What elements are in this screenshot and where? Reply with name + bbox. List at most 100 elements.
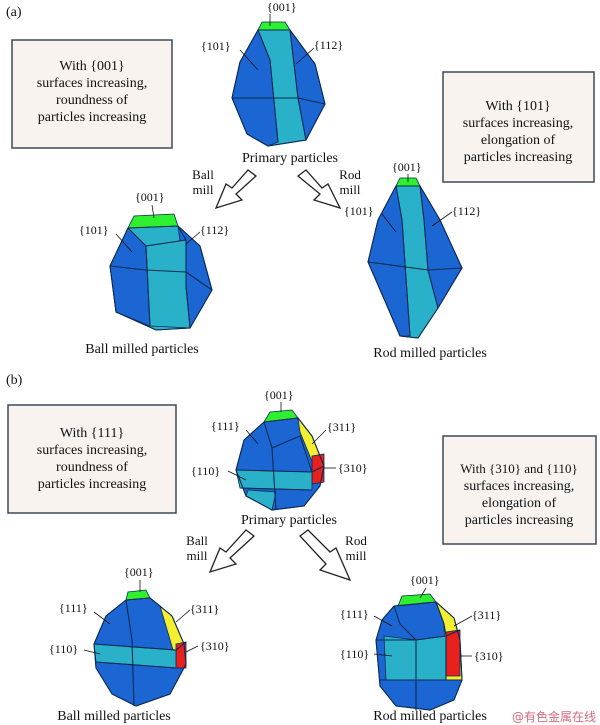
crystal-edge xyxy=(232,97,326,105)
label-111: {111} xyxy=(211,419,240,433)
label-001: {001} xyxy=(264,388,294,402)
panel-b-label: (b) xyxy=(6,373,23,388)
box-line: surfaces increasing, xyxy=(464,479,574,494)
label-311: {311} xyxy=(327,420,356,434)
ball-arrow-line: Ball xyxy=(192,167,214,182)
panel-b-rod-arrow: Rod mill xyxy=(299,529,367,582)
panel-a-ball-arrow: Ball mill xyxy=(192,167,258,210)
caption-primary: Primary particles xyxy=(242,151,338,166)
crystal-edge xyxy=(109,225,213,331)
crystal-edge xyxy=(231,29,326,147)
label-001: {001} xyxy=(135,190,165,204)
crystal-edge xyxy=(367,185,463,339)
rod-arrow-line: Rod xyxy=(345,533,367,548)
crystal-edge xyxy=(235,417,325,511)
label-310: {310} xyxy=(200,639,230,653)
label-311: {311} xyxy=(472,608,501,622)
box-line: roundness of xyxy=(56,460,128,475)
panel-b-rod-particle: {001} {111} {311} {110} {310} Rod milled… xyxy=(340,573,504,724)
panel-b-ball-particle: {001} {111} {311} {110} {310} Ball mille… xyxy=(49,565,230,724)
crystal-edge xyxy=(239,487,313,491)
ball-arrow-line: mill xyxy=(187,548,208,563)
crystal-edge xyxy=(95,661,177,669)
label-111: {111} xyxy=(59,601,88,615)
box-line: particles increasing xyxy=(38,110,146,125)
panel-b-ball-arrow: Ball mill xyxy=(186,529,256,574)
label-112: {112} xyxy=(314,38,343,52)
crystal-edge xyxy=(367,261,463,271)
panel-a-left-box: With {001} surfaces increasing, roundnes… xyxy=(11,39,173,149)
watermark: @有色金属在线 xyxy=(512,709,596,724)
label-101: {101} xyxy=(201,39,231,53)
caption-rod: Rod milled particles xyxy=(373,346,487,361)
crystal-edges xyxy=(235,417,325,511)
box-line: With {310} and {110} xyxy=(460,461,577,476)
rod-arrow-line: Rod xyxy=(339,167,361,182)
caption-rod: Rod milled particles xyxy=(373,709,487,724)
panel-a-primary-particle: {001} {101} {112} Primary particles xyxy=(201,0,343,166)
box-line: With {001} xyxy=(59,59,124,74)
label-001: {001} xyxy=(392,160,422,174)
rod-arrow-line: mill xyxy=(346,548,367,563)
crystal-edge xyxy=(419,185,439,309)
crystal-edges xyxy=(93,597,187,707)
crystal-face xyxy=(383,635,417,681)
crystal-edge xyxy=(257,29,279,143)
crystal-edges xyxy=(367,185,463,339)
label-001: {001} xyxy=(410,573,440,587)
crystal-edge xyxy=(271,435,313,473)
panel-a-right-box: With {101} surfaces increasing, elongati… xyxy=(442,71,595,183)
ball-arrow-line: Ball xyxy=(186,533,208,548)
box-line: roundness of xyxy=(56,93,128,108)
crystal-edges xyxy=(231,29,326,147)
label-101: {101} xyxy=(344,204,374,218)
caption-ball: Ball milled particles xyxy=(57,709,171,724)
label-101: {101} xyxy=(79,223,109,237)
caption-ball: Ball milled particles xyxy=(85,342,199,357)
label-311: {311} xyxy=(190,602,219,616)
label-001: {001} xyxy=(267,0,297,14)
label-310: {310} xyxy=(474,649,504,663)
box-line: elongation of xyxy=(481,133,556,148)
crystal-face xyxy=(245,489,277,511)
crystal-edge xyxy=(375,601,463,711)
crystal-face xyxy=(145,239,191,329)
crystal-edge xyxy=(109,265,213,291)
box-line: particles increasing xyxy=(464,150,572,165)
crystal-edge xyxy=(125,599,135,707)
label-110: {110} xyxy=(49,642,78,656)
panel-a-label: (a) xyxy=(6,5,22,20)
box-line: surfaces increasing, xyxy=(37,443,147,458)
label-110: {110} xyxy=(340,647,369,661)
crystal-face xyxy=(257,21,291,31)
crystal-edge xyxy=(177,225,191,329)
crystal-edge xyxy=(145,239,187,247)
box-line: With {101} xyxy=(485,99,550,114)
box-line: surfaces increasing, xyxy=(463,116,573,131)
box-line: surfaces increasing, xyxy=(37,76,147,91)
caption-primary: Primary particles xyxy=(241,513,337,528)
label-112: {112} xyxy=(452,204,481,218)
panel-a-rod-arrow: Rod mill xyxy=(296,167,361,210)
panel-b-right-box: With {310} and {110} surfaces increasing… xyxy=(442,435,597,545)
crystal-edge xyxy=(93,597,187,707)
panel-b-left-box: With {111} surfaces increasing, roundnes… xyxy=(7,404,177,514)
crystal-edge xyxy=(376,629,461,641)
crystal-edges xyxy=(375,601,463,711)
crystal-edge xyxy=(435,601,447,680)
panel-a-ball-particle: {001} {101} {112} Ball milled particles xyxy=(79,190,229,357)
label-310: {310} xyxy=(338,461,368,475)
box-line: particles increasing xyxy=(38,477,146,492)
crystal-edge xyxy=(393,605,417,710)
panel-b-primary-particle: {001} {111} {311} {110} {310} Primary pa… xyxy=(191,388,368,528)
crystal-edges xyxy=(109,225,213,331)
label-111: {111} xyxy=(340,607,369,621)
label-110: {110} xyxy=(191,464,220,478)
crystal-edge xyxy=(235,465,325,473)
rod-arrow-line: mill xyxy=(340,182,361,197)
ball-arrow-line: mill xyxy=(193,182,214,197)
crystal-edge xyxy=(93,641,187,651)
box-line: particles increasing xyxy=(465,513,573,528)
crystal-face xyxy=(415,635,447,681)
